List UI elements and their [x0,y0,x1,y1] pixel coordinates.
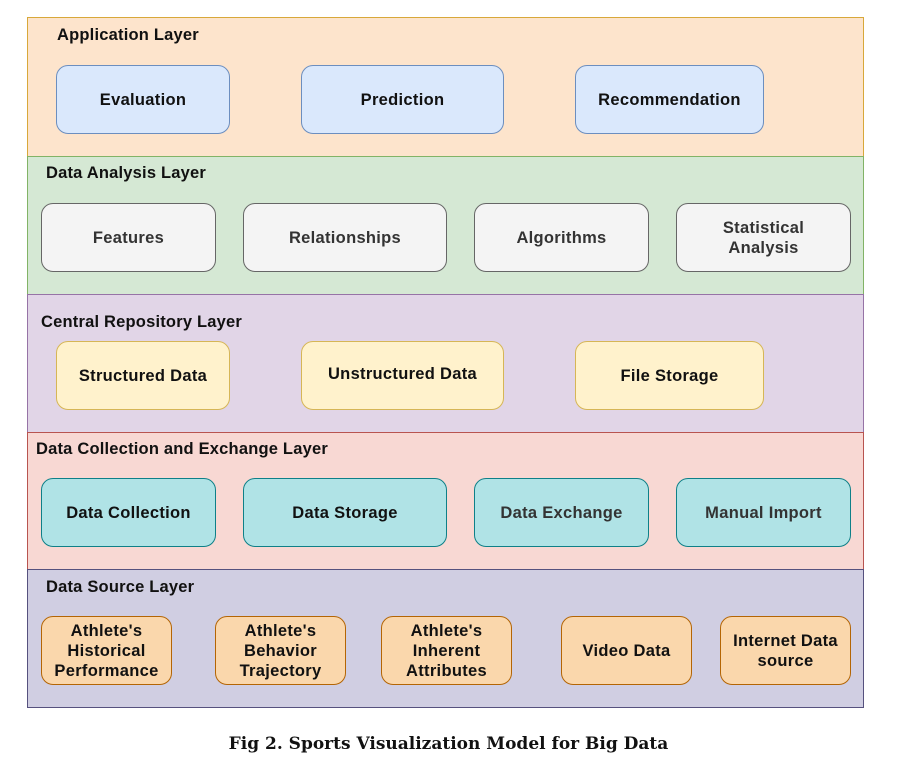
data-analysis-layer: Data Analysis Layer Features Relationshi… [27,156,864,295]
node-manual-import: Manual Import [676,478,851,547]
node-data-collection: Data Collection [41,478,216,547]
node-evaluation: Evaluation [56,65,230,134]
layer-title: Data Analysis Layer [46,164,207,182]
data-source-layer: Data Source Layer Athlete's Historical P… [27,569,864,708]
layer-title: Central Repository Layer [41,313,243,331]
layer-title: Application Layer [57,26,199,44]
figure-caption: Fig 2. Sports Visualization Model for Bi… [228,734,669,754]
node-algorithms: Algorithms [474,203,649,272]
node-athletes-historical-performance: Athlete's Historical Performance [41,616,172,685]
data-collection-exchange-layer: Data Collection and Exchange Layer Data … [27,432,864,570]
layer-title: Data Collection and Exchange Layer [36,440,328,458]
layer-title: Data Source Layer [46,578,195,596]
node-relationships: Relationships [243,203,447,272]
node-file-storage: File Storage [575,341,764,410]
node-athletes-inherent-attributes: Athlete's Inherent Attributes [381,616,512,685]
application-layer: Application Layer Evaluation Prediction … [27,17,864,157]
node-internet-data-source: Internet Data source [720,616,851,685]
node-recommendation: Recommendation [575,65,764,134]
node-unstructured-data: Unstructured Data [301,341,504,410]
node-features: Features [41,203,216,272]
node-data-exchange: Data Exchange [474,478,649,547]
node-video-data: Video Data [561,616,692,685]
node-structured-data: Structured Data [56,341,230,410]
node-statistical-analysis: Statistical Analysis [676,203,851,272]
node-data-storage: Data Storage [243,478,447,547]
node-prediction: Prediction [301,65,504,134]
node-athletes-behavior-trajectory: Athlete's Behavior Trajectory [215,616,346,685]
central-repository-layer: Central Repository Layer Structured Data… [27,294,864,433]
